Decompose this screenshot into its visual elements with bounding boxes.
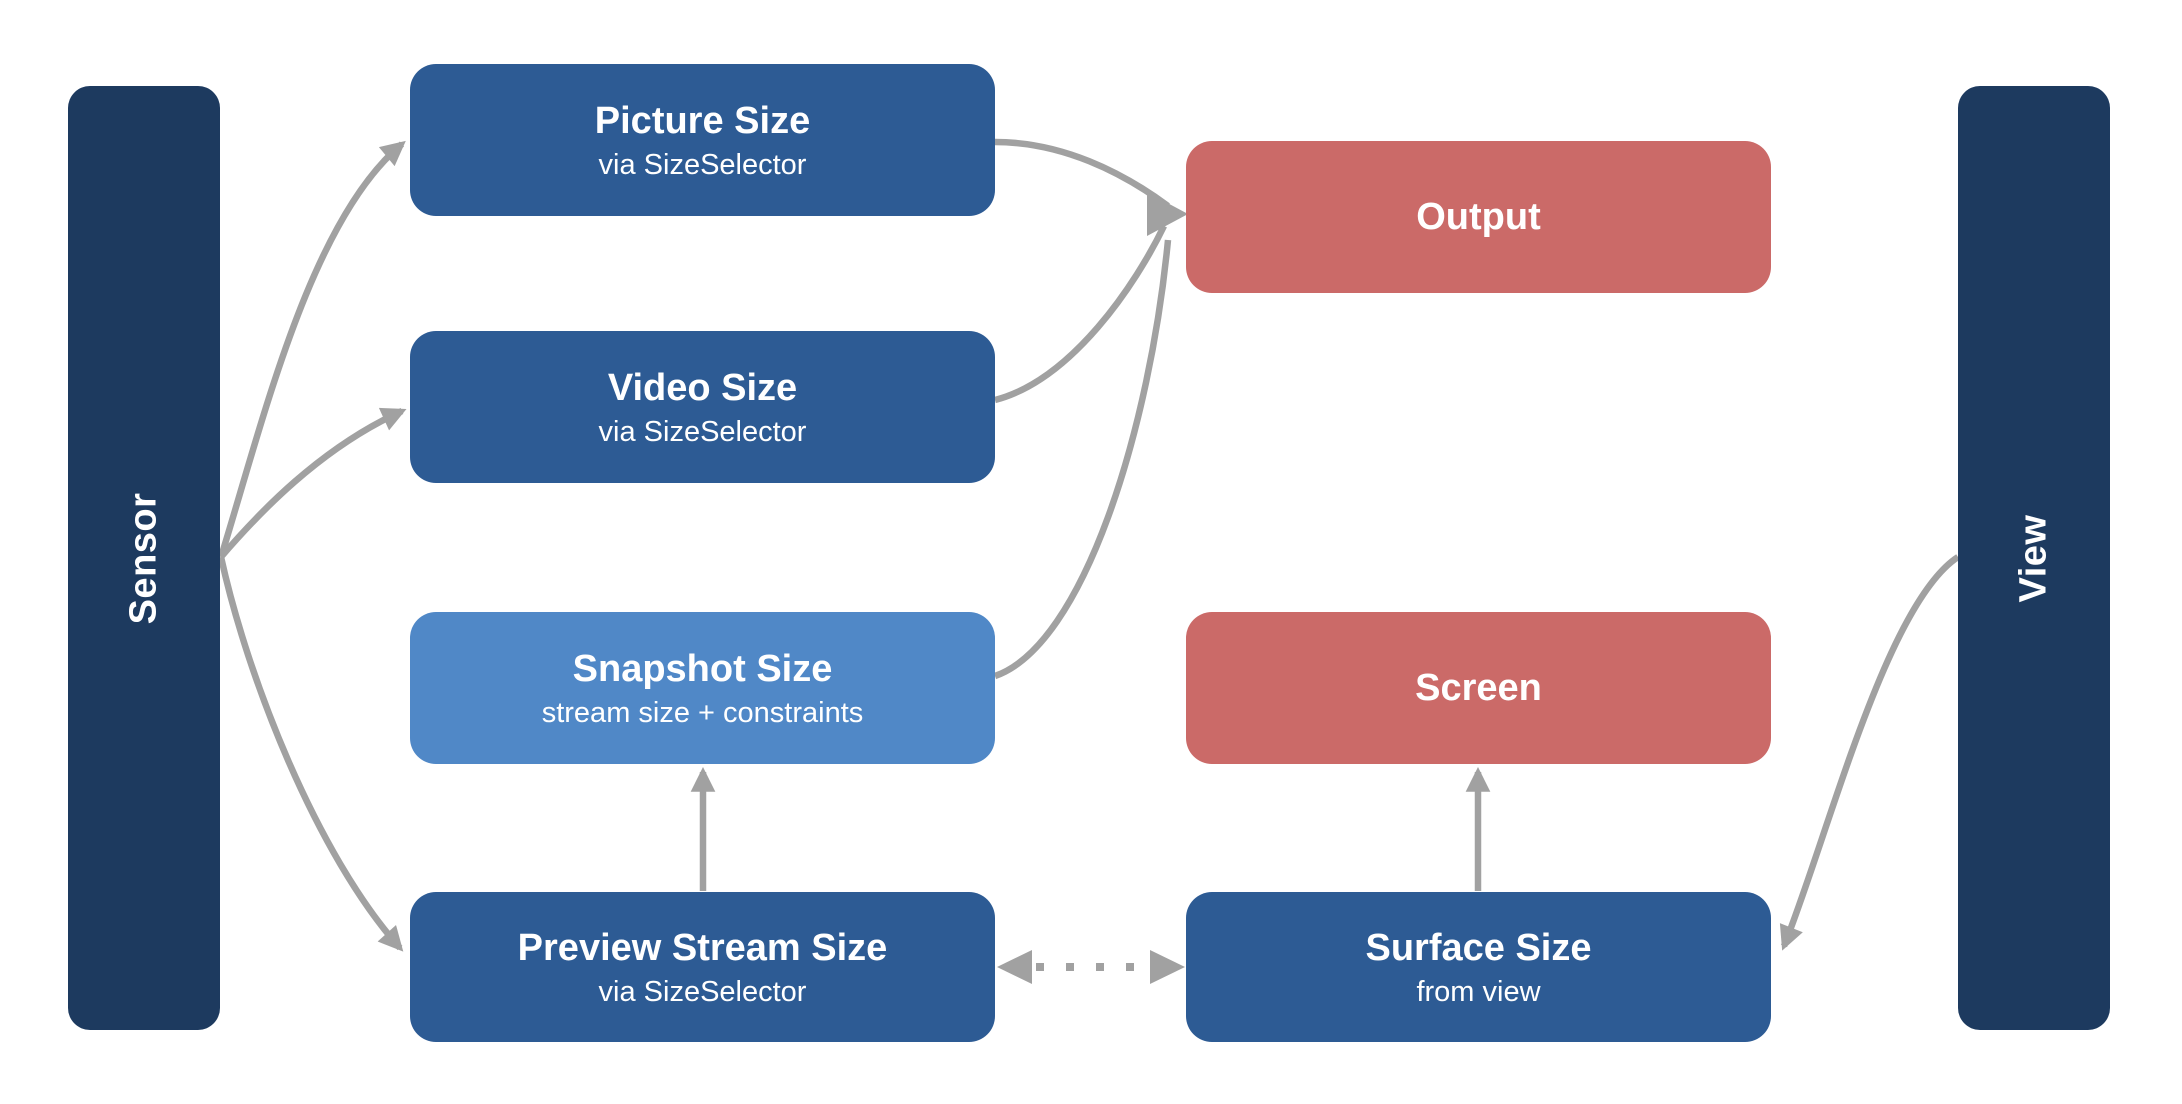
lane-view: View <box>1958 86 2110 1030</box>
node-video-size-title: Video Size <box>607 366 798 409</box>
node-preview-stream-size: Preview Stream Size via SizeSelector <box>410 892 995 1042</box>
edge-picture-to-output <box>994 138 1170 209</box>
arrowhead-dotted-left <box>997 950 1032 984</box>
node-snapshot-size-title: Snapshot Size <box>572 647 833 690</box>
arrowhead-dotted-right <box>1150 950 1185 984</box>
node-surface-size-subtitle: from view <box>1416 975 1541 1008</box>
node-screen: Screen <box>1186 612 1771 764</box>
node-snapshot-size: Snapshot Size stream size + constraints <box>410 612 995 764</box>
node-picture-size: Picture Size via SizeSelector <box>410 64 995 216</box>
node-video-size: Video Size via SizeSelector <box>410 331 995 483</box>
edge-snapshot-to-output <box>993 239 1172 680</box>
lane-sensor-label: Sensor <box>122 492 165 624</box>
node-video-size-subtitle: via SizeSelector <box>598 415 807 448</box>
node-screen-title: Screen <box>1415 667 1542 709</box>
node-output: Output <box>1186 141 1771 293</box>
edge-view-to-surface <box>1779 554 1960 951</box>
node-snapshot-size-subtitle: stream size + constraints <box>541 696 864 729</box>
lane-sensor: Sensor <box>68 86 220 1030</box>
edge-sensor-to-preview <box>217 556 404 952</box>
node-surface-size-title: Surface Size <box>1365 926 1592 969</box>
lane-view-label: View <box>2012 514 2055 602</box>
arrowhead-into-output <box>1147 192 1188 236</box>
node-preview-stream-size-title: Preview Stream Size <box>517 926 888 969</box>
node-preview-stream-size-subtitle: via SizeSelector <box>598 975 807 1008</box>
node-surface-size: Surface Size from view <box>1186 892 1771 1042</box>
node-picture-size-title: Picture Size <box>594 99 811 142</box>
edge-sensor-to-video <box>218 407 407 560</box>
node-picture-size-subtitle: via SizeSelector <box>598 148 807 181</box>
node-output-title: Output <box>1416 196 1541 238</box>
edge-video-to-output <box>994 224 1167 404</box>
edge-sensor-to-picture <box>217 140 406 558</box>
